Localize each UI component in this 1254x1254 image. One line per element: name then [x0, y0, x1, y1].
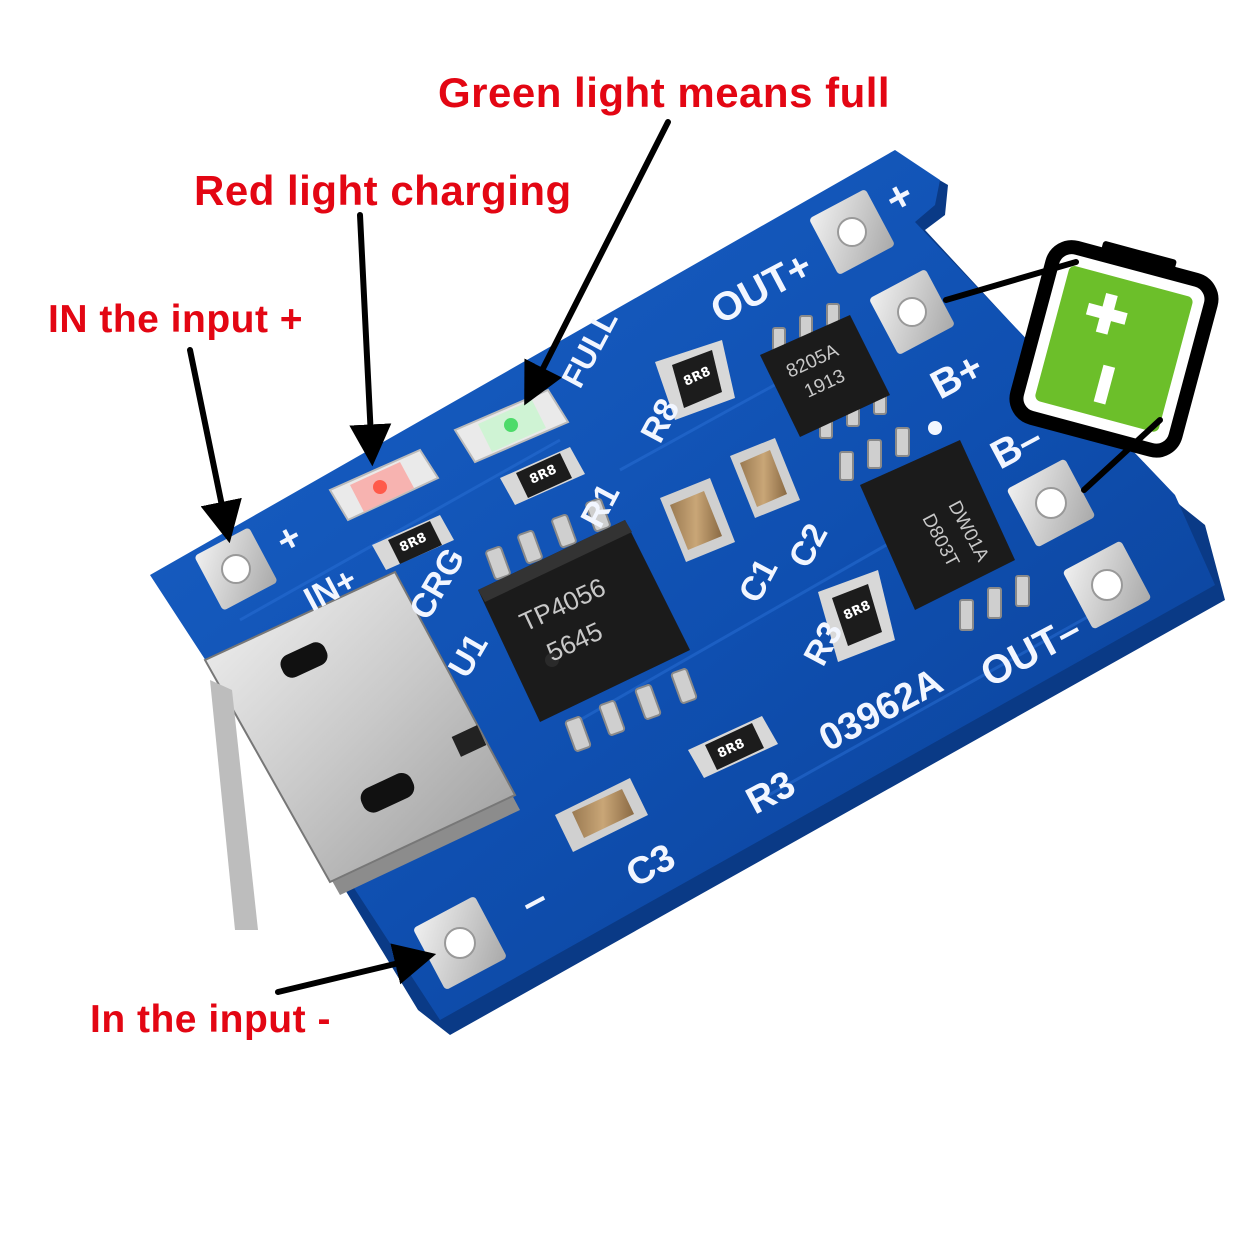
arrow-in-minus [275, 943, 437, 995]
pad-out-plus [870, 270, 954, 354]
arrow-green-led [524, 119, 671, 406]
resistor-r1: 8R8 [500, 447, 585, 505]
resistor-in: 8R8 [372, 515, 454, 570]
callout-input-minus: In the input - [90, 998, 331, 1041]
capacitor-c3 [555, 778, 648, 852]
callout-red-charging: Red light charging [194, 167, 572, 214]
chip-8205a: 8205A 1913 [760, 303, 890, 439]
chip-dw01a: DW01A D803T [839, 427, 1030, 631]
resistor-r8: 8R8 [655, 340, 735, 420]
pad-plus-top [810, 190, 894, 274]
line-battery-minus [1081, 417, 1163, 493]
pad-b-minus [1007, 459, 1095, 547]
silk-dot [928, 421, 942, 435]
capacitor-c1 [660, 478, 735, 562]
micro-usb-connector [203, 570, 520, 930]
resistor-r3-upper: 8R8 [818, 570, 895, 662]
pad-in-minus [414, 897, 506, 989]
led-red [328, 448, 440, 522]
arrow-red-led [349, 212, 392, 467]
led-green [453, 388, 570, 464]
capacitor-c2 [730, 438, 800, 518]
resistor-r3-lower: 8R8 [688, 716, 778, 778]
arrow-in-plus [187, 347, 242, 544]
callout-green-full: Green light means full [438, 69, 891, 116]
line-battery-plus [943, 259, 1079, 303]
callout-input-plus: IN the input + [48, 298, 304, 341]
pad-in-plus [195, 528, 277, 610]
pad-out-minus [1063, 541, 1151, 629]
chip-tp4056: TP4056 5645 [478, 498, 698, 752]
arrow-icon [187, 119, 1163, 995]
battery-icon [1009, 240, 1219, 458]
